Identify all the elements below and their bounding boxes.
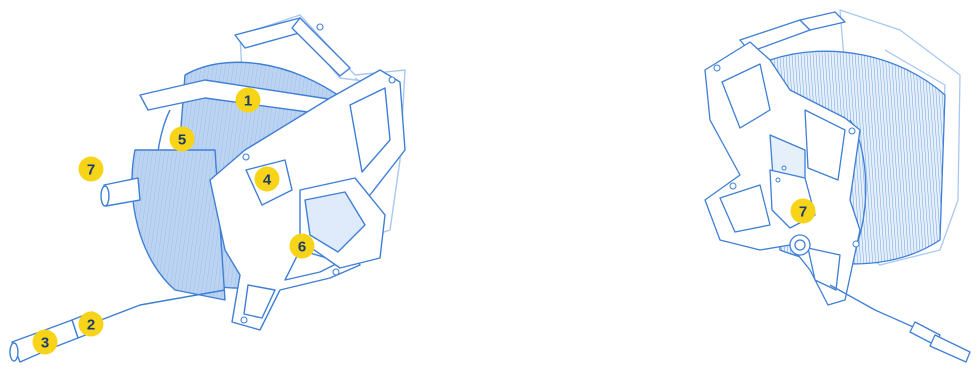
callout-5: 5 [170, 127, 195, 152]
right-cable-connector [830, 285, 970, 362]
callout-4: 4 [255, 167, 280, 192]
callout-5-label: 5 [178, 132, 186, 149]
callout-1-label: 1 [244, 93, 252, 110]
left-reel-illustration [10, 15, 405, 362]
callout-7-right-label: 7 [799, 204, 807, 221]
callout-2-label: 2 [87, 317, 95, 334]
callout-4-label: 4 [263, 172, 272, 189]
callout-1: 1 [236, 88, 261, 113]
callout-3-label: 3 [41, 335, 49, 352]
right-reel-illustration [705, 10, 970, 362]
callout-7: 7 [79, 157, 104, 182]
callout-2: 2 [79, 312, 104, 337]
callout-7-right: 7 [791, 199, 816, 224]
callout-6: 6 [290, 234, 315, 259]
callout-7-label: 7 [87, 162, 95, 179]
callout-6-label: 6 [298, 239, 306, 256]
callout-3: 3 [33, 330, 58, 355]
